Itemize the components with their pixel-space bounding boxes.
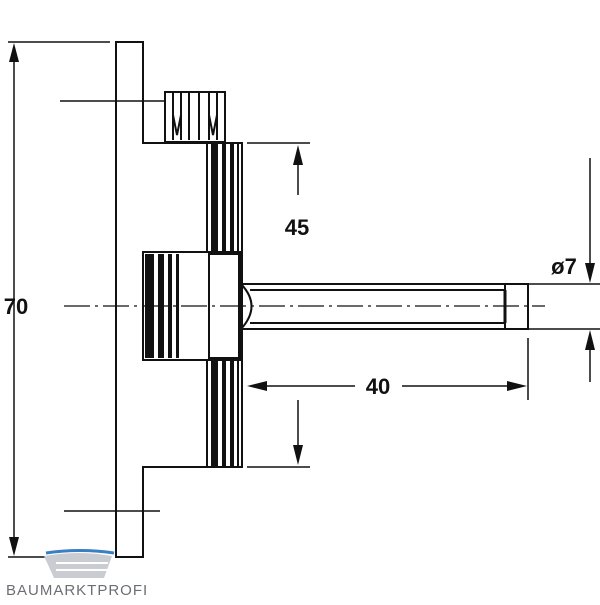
dimension-d7 <box>518 158 600 382</box>
dimension-70 <box>8 41 165 558</box>
logo-text: BAUMARKTPROFI <box>6 582 148 599</box>
baumarktprofi-logo: BAUMARKTPROFI <box>6 549 148 599</box>
dimension-45-label: 45 <box>285 215 309 240</box>
threaded-pin <box>240 283 529 330</box>
dimension-40-label: 40 <box>366 374 390 399</box>
dimension-45 <box>247 142 310 468</box>
dimension-40 <box>247 338 529 400</box>
dimension-d7-label: ø7 <box>551 254 577 279</box>
dimension-70-label: 70 <box>4 294 28 319</box>
knurled-screw <box>164 91 226 143</box>
